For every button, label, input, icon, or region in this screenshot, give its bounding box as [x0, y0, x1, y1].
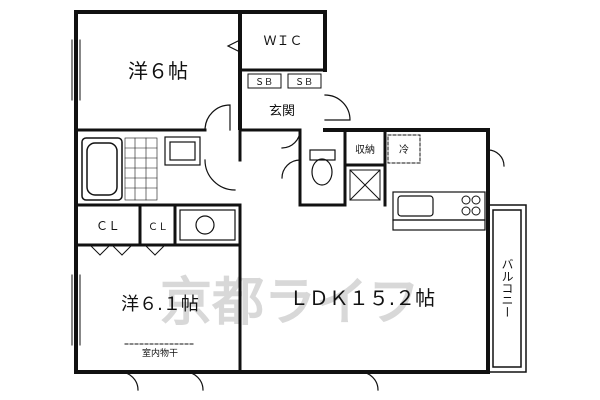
- wash-basin-icon: [179, 209, 236, 241]
- washing-machine-icon: [164, 136, 201, 166]
- room-label-closet-small: ＣＬ: [148, 222, 168, 233]
- door-swings: [119, 94, 505, 391]
- room-label-shoe-box-left: ＳＢ: [255, 78, 273, 88]
- closet-hinges: [89, 244, 166, 256]
- bathtub-icon: [81, 137, 123, 201]
- stove-icon: [461, 195, 481, 216]
- pantry-box: [349, 169, 381, 201]
- kitchen-counter: [392, 191, 486, 231]
- shoe-box-left: [247, 73, 282, 89]
- room-label-entrance: 玄関: [269, 104, 295, 119]
- shower-tiles: [124, 137, 158, 201]
- room-label-western-b: 洋６.１帖: [121, 294, 199, 315]
- toilet-icon: [309, 149, 336, 186]
- wic-arrow-icon: [226, 39, 241, 53]
- shoe-box-right: [287, 73, 322, 89]
- balcony: [487, 204, 527, 373]
- room-label-ldk: ＬＤＫ１５.２帖: [289, 286, 435, 310]
- room-label-fridge: 冷: [399, 143, 409, 156]
- room-label-balcony: バルコニー: [500, 258, 514, 318]
- room-label-wic: ＷＩＣ: [263, 34, 302, 49]
- fridge-space: [387, 134, 421, 164]
- room-label-western-a: 洋６帖: [128, 59, 188, 83]
- watermark-text: 京都ライフ: [160, 273, 420, 333]
- room-label-closet-large: ＣＬ: [96, 219, 120, 233]
- room-label-drying-area: 室内物干: [142, 347, 178, 359]
- windows: [71, 39, 81, 346]
- inner-walls: [74, 68, 387, 374]
- room-label-shoe-box-right: ＳＢ: [295, 78, 313, 88]
- room-label-storage: 収納: [355, 143, 375, 156]
